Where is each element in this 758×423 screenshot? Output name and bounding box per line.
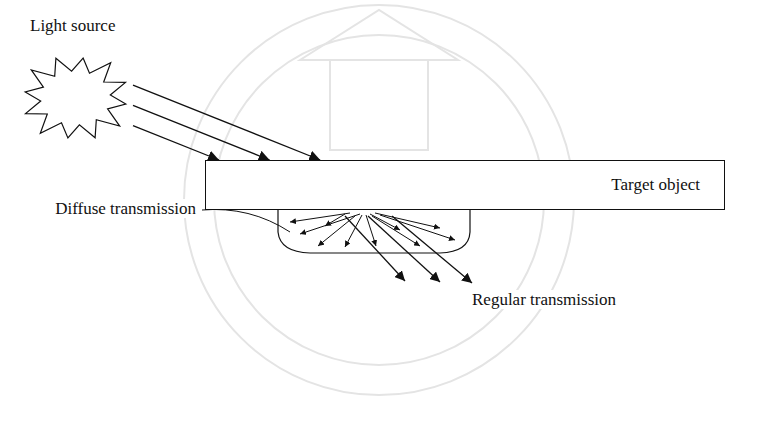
light-ray-arrow bbox=[133, 126, 219, 160]
callout-label: Regular transmission bbox=[470, 290, 618, 310]
target-box: Target object bbox=[205, 160, 725, 210]
diffuse-arrows bbox=[290, 213, 455, 247]
callout-label: Diffuse transmission bbox=[0, 199, 198, 219]
node-label: Target object bbox=[611, 175, 700, 195]
node-label: Light source bbox=[30, 16, 115, 36]
regular-arrows bbox=[345, 216, 472, 283]
star-outline bbox=[18, 52, 133, 144]
leader-line bbox=[202, 209, 290, 232]
star-shape bbox=[25, 58, 126, 138]
light-ray-arrow bbox=[133, 105, 270, 160]
light-source-star: Light source bbox=[18, 52, 133, 144]
light-ray-arrow bbox=[133, 85, 320, 160]
label-text: Regular transmission bbox=[470, 290, 618, 309]
label-text: Diffuse transmission bbox=[53, 199, 198, 218]
